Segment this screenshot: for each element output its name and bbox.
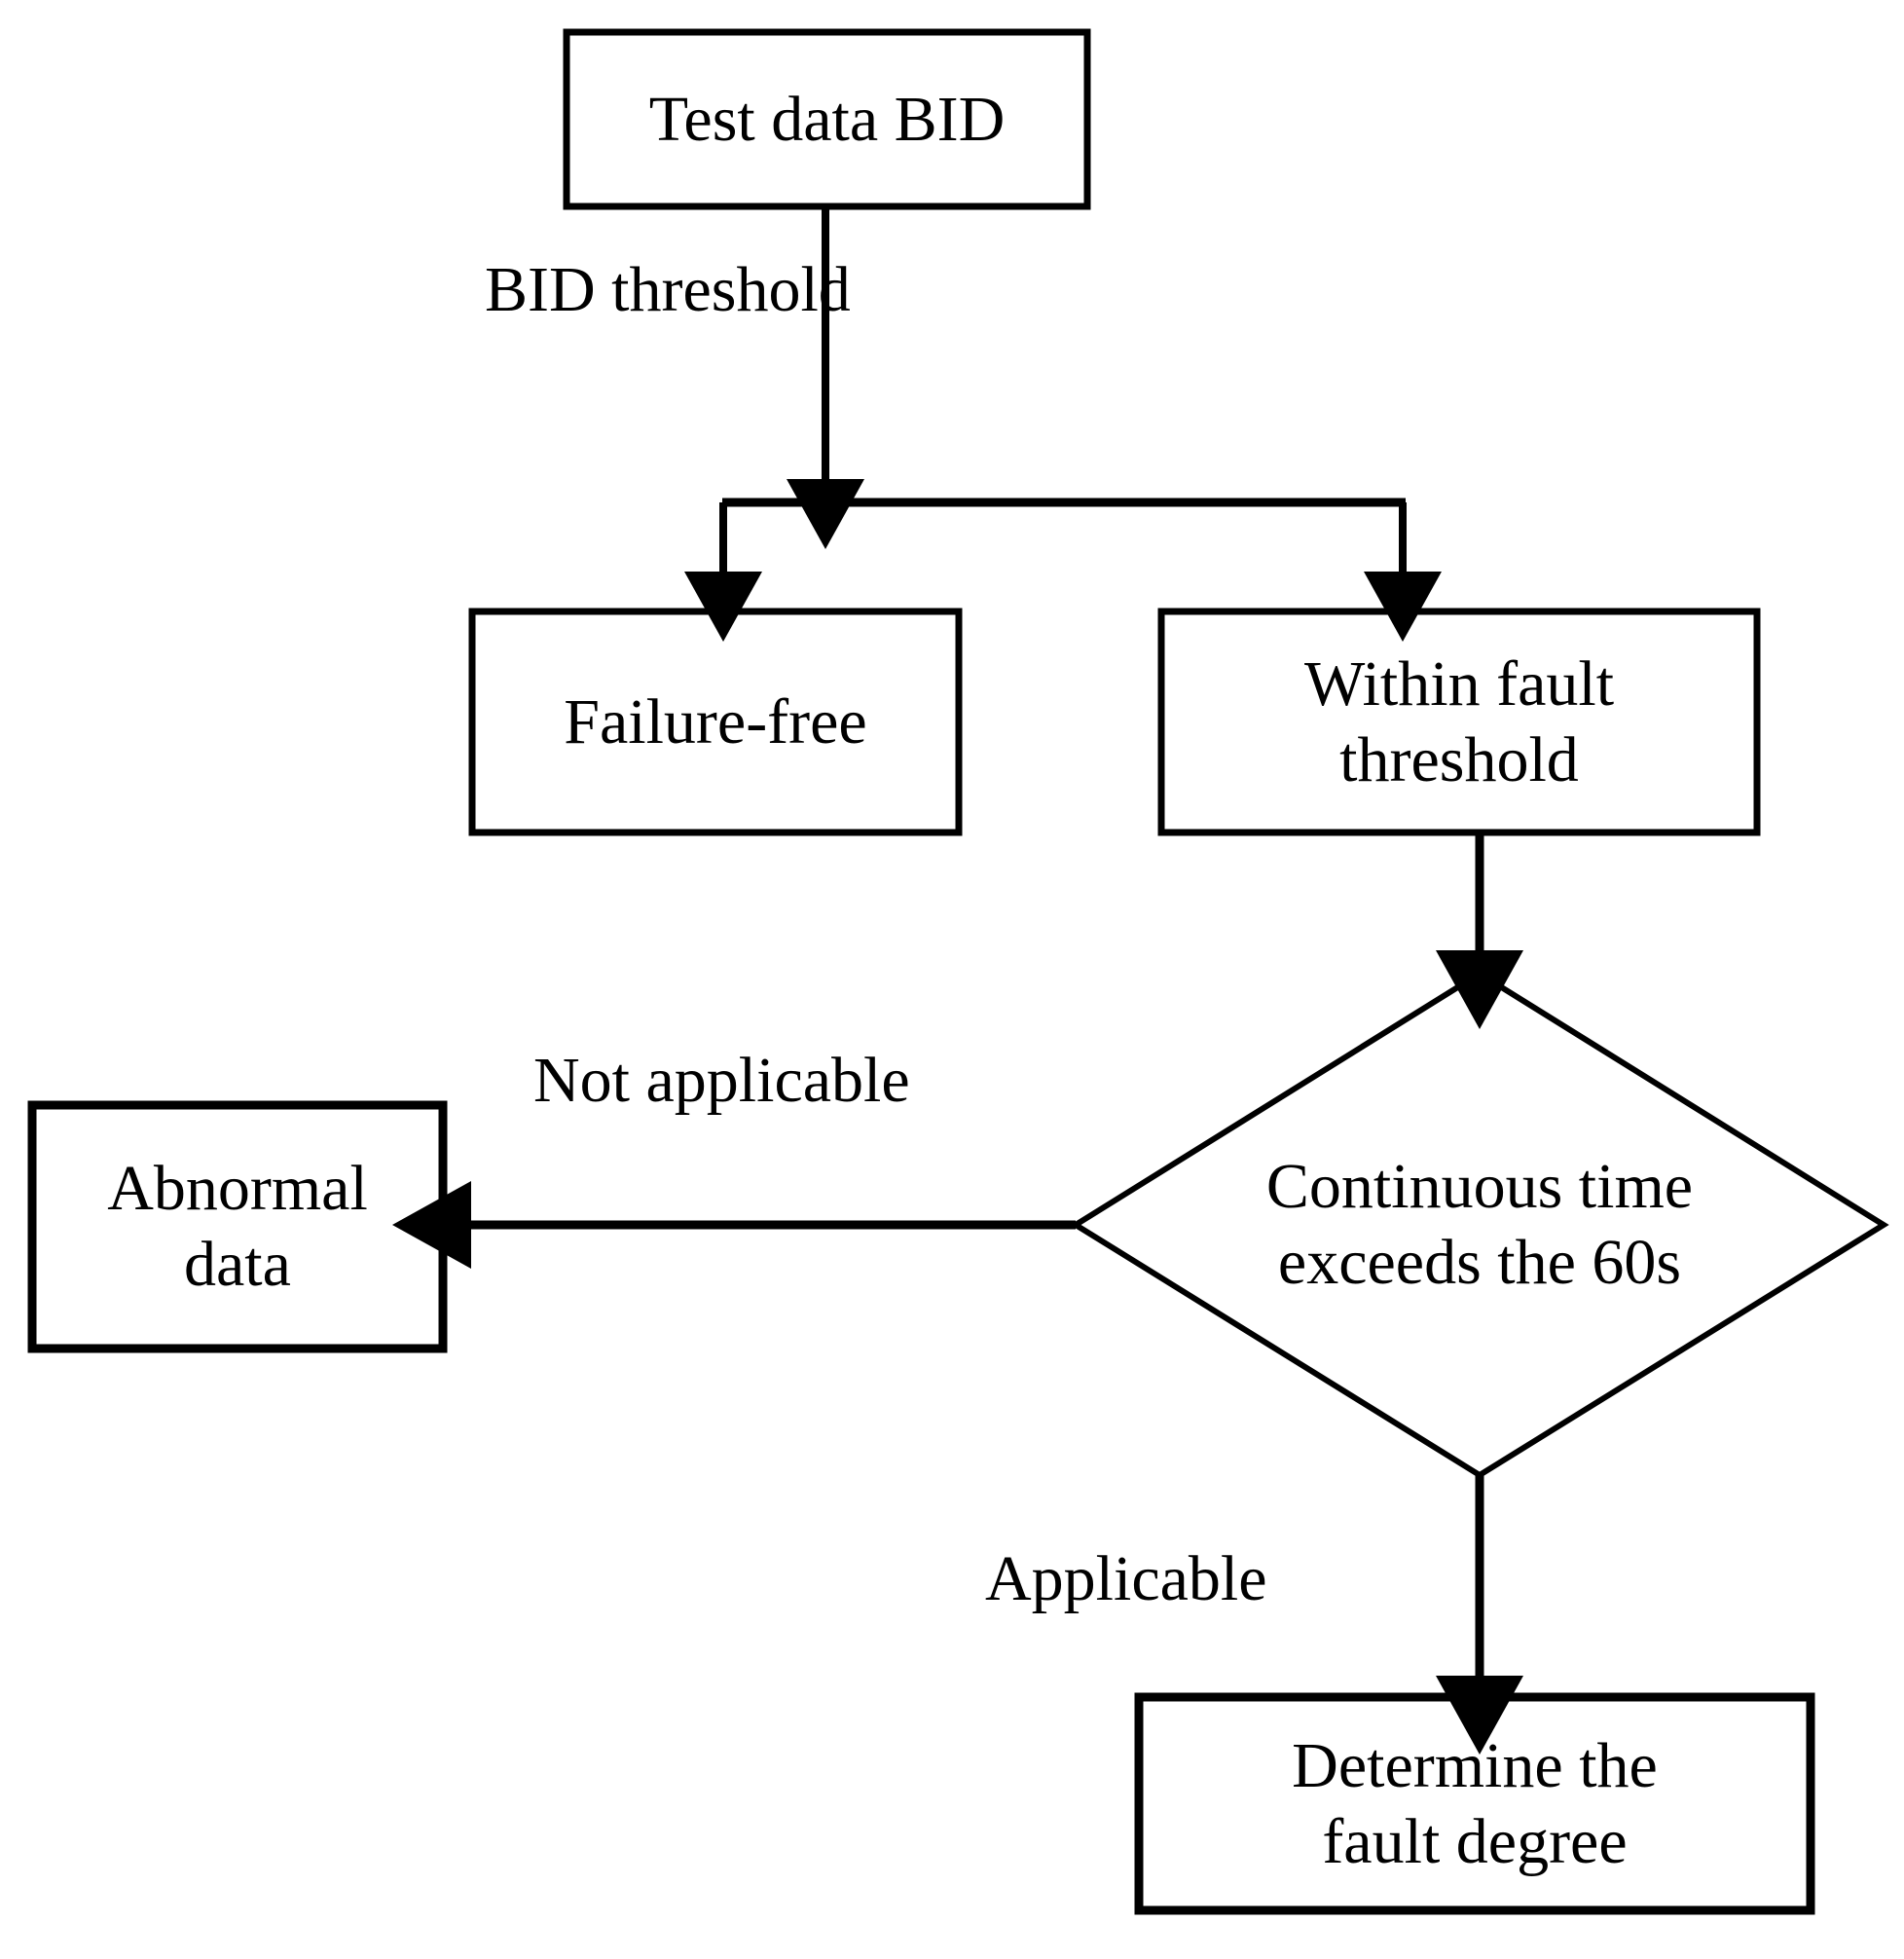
node-determine-fault-degree[interactable]: Determine the fault degree bbox=[1139, 1697, 1811, 1910]
node-shape-abnormal-data bbox=[27, 1100, 448, 1353]
node-label-abnormal-data: Abnormal data bbox=[107, 1153, 368, 1300]
node-label-failure-free: Failure-free bbox=[564, 685, 867, 758]
node-shape-failure-free bbox=[468, 608, 963, 836]
node-label-within-fault-threshold: Within fault threshold bbox=[1303, 647, 1615, 795]
edge-label-bid-threshold: BID threshold bbox=[485, 254, 851, 325]
node-continuous-time-decision[interactable]: Continuous time exceeds the 60s bbox=[1076, 974, 1884, 1475]
node-label-continuous-time-decision: Continuous time exceeds the 60s bbox=[1265, 1150, 1694, 1298]
node-shape-within-fault-threshold bbox=[1157, 608, 1761, 836]
node-label-test-data-bid: Test data BID bbox=[648, 83, 1006, 155]
node-shape-test-data-bid bbox=[563, 28, 1091, 210]
node-label-determine-fault-degree: Determine the fault degree bbox=[1292, 1729, 1658, 1877]
edge-label-applicable: Applicable bbox=[985, 1543, 1267, 1614]
node-within-fault-threshold[interactable]: Within fault threshold bbox=[1161, 611, 1757, 832]
edge-label-not-applicable: Not applicable bbox=[533, 1045, 910, 1116]
node-abnormal-data[interactable]: Abnormal data bbox=[32, 1105, 443, 1349]
node-failure-free[interactable]: Failure-free bbox=[472, 611, 959, 832]
node-test-data-bid[interactable]: Test data BID bbox=[567, 32, 1087, 206]
